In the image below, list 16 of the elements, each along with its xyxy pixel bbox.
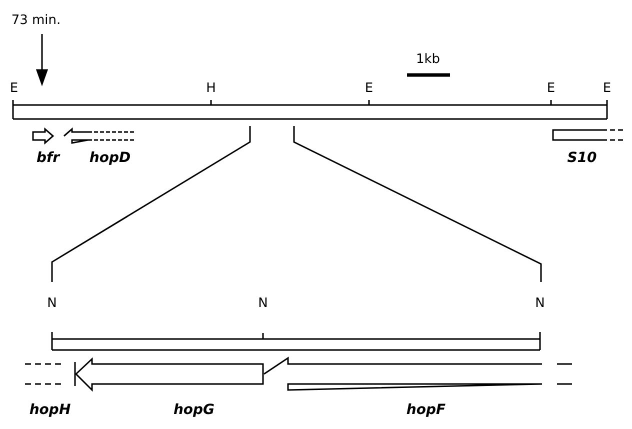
restriction-site-label: N [47, 296, 57, 311]
gene-label: hopF [406, 403, 446, 418]
restriction-site-label: E [546, 81, 556, 96]
scale-label: 1kb [416, 52, 440, 67]
gene-label: hopH [29, 403, 71, 418]
gene-label: bfr [36, 151, 60, 166]
gene-label: hopD [89, 151, 131, 166]
restriction-site-label: E [10, 81, 18, 96]
restriction-site-label: E [602, 81, 612, 96]
restriction-site-label: E [364, 81, 374, 96]
gene-label: hopG [173, 403, 215, 418]
gene-label: S10 [567, 151, 597, 166]
restriction-site-label: H [206, 81, 216, 96]
restriction-site-label: N [535, 296, 545, 311]
map-position-label: 73 min. [11, 13, 61, 28]
restriction-site-label: N [258, 296, 268, 311]
